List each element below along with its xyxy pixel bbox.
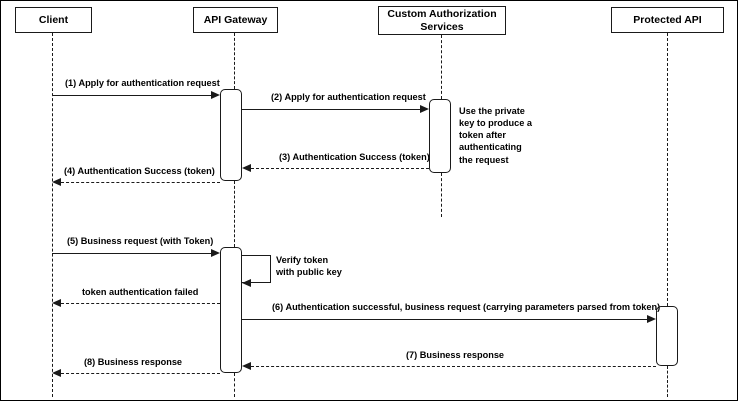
lifeline-protected-api-top [667, 33, 668, 306]
participant-label-protected-api: Protected API [633, 13, 702, 26]
lifeline-protected-api-bottom [667, 366, 668, 397]
message-arrowhead-2 [420, 104, 429, 113]
message-arrowhead-7 [242, 361, 251, 370]
message-label-8: (8) Business response [84, 357, 183, 367]
lifeline-api-gateway-mid [234, 181, 235, 247]
lifeline-client [52, 33, 53, 397]
message-line-4 [61, 182, 220, 183]
message-line-token-authentication-failed [61, 303, 220, 304]
message-label-1: (1) Apply for authentication request [65, 78, 220, 88]
message-line-8 [61, 373, 220, 374]
message-label-6: (6) Authentication successful, business … [272, 302, 661, 312]
participant-label-api-gateway: API Gateway [203, 13, 268, 26]
participant-box-api-gateway[interactable]: API Gateway [193, 7, 278, 33]
message-label-self-verify-token: Verify token with public key [276, 255, 342, 278]
message-line-7 [251, 366, 656, 367]
message-line-5 [52, 253, 212, 254]
activation-protected-api [656, 306, 678, 366]
message-line-3 [251, 168, 429, 169]
message-arrowhead-3 [242, 163, 251, 172]
message-label-5: (5) Business request (with Token) [67, 236, 214, 246]
message-label-3: (3) Authentication Success (token) [279, 152, 430, 162]
lifeline-custom-authorization-services-top [441, 35, 442, 99]
note-private-key: Use the private key to produce a token a… [459, 106, 533, 165]
lifeline-custom-authorization-services-bottom [441, 173, 442, 217]
message-arrowhead-6 [647, 314, 656, 323]
participant-box-custom-authorization-services[interactable]: Custom Authorization Services [378, 6, 506, 35]
message-label-token-authentication-failed: token authentication failed [82, 287, 199, 297]
message-line-2 [242, 109, 421, 110]
message-line-6 [242, 319, 648, 320]
message-arrowhead-self-verify-token [242, 278, 251, 287]
message-arrowhead-1 [211, 90, 220, 99]
message-self-loop-verify-token [242, 255, 271, 283]
participant-label-client: Client [38, 13, 69, 26]
message-label-4: (4) Authentication Success (token) [64, 166, 215, 176]
participant-box-client[interactable]: Client [15, 7, 92, 33]
message-line-1 [52, 95, 212, 96]
message-arrowhead-4 [52, 177, 61, 186]
participant-label-custom-authorization-services: Custom Authorization Services [387, 8, 497, 33]
activation-api-gateway-auth [220, 89, 242, 181]
message-label-2: (2) Apply for authentication request [271, 92, 426, 102]
lifeline-api-gateway-bottom [234, 373, 235, 397]
message-arrowhead-token-authentication-failed [52, 298, 61, 307]
activation-custom-authorization-services [429, 99, 451, 173]
activation-api-gateway-business [220, 247, 242, 373]
participant-box-protected-api[interactable]: Protected API [611, 7, 724, 33]
message-arrowhead-8 [52, 368, 61, 377]
lifeline-api-gateway-top [234, 33, 235, 89]
message-label-7: (7) Business response [406, 350, 505, 360]
message-arrowhead-5 [211, 248, 220, 257]
